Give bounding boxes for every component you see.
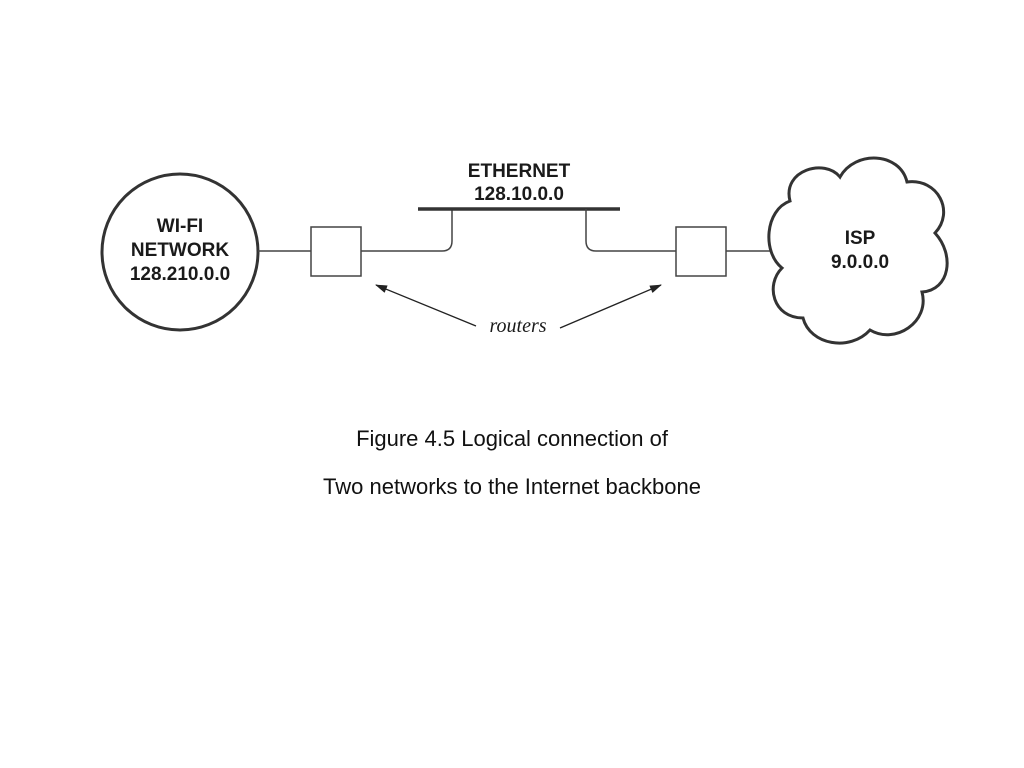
wifi-label-line2: NETWORK [131,240,229,261]
link-router-left-to-ethernet [361,209,453,252]
isp-cloud-shape [767,156,949,345]
ethernet-label-line2: 128.10.0.0 [474,184,564,205]
ethernet-network-node: ETHERNET 128.10.0.0 [418,161,620,211]
wifi-network-node: WI-FI NETWORK 128.210.0.0 [100,172,260,332]
wifi-label-line1: WI-FI [157,216,203,237]
ethernet-label-line1: ETHERNET [468,161,571,182]
router-left [310,226,362,277]
isp-label-line2: 9.0.0.0 [831,252,889,273]
routers-arrow-left [375,284,477,327]
routers-label: routers [489,315,546,337]
isp-label-line1: ISP [845,228,876,249]
link-ethernet-to-router-right [585,209,676,252]
wifi-label-line3: 128.210.0.0 [130,264,230,285]
router-right [675,226,727,277]
figure-caption-line2: Two networks to the Internet backbone [323,474,701,499]
routers-arrow-right [559,284,662,329]
figure-caption-line1: Figure 4.5 Logical connection of [356,426,668,451]
isp-network-node: ISP 9.0.0.0 [767,156,949,345]
